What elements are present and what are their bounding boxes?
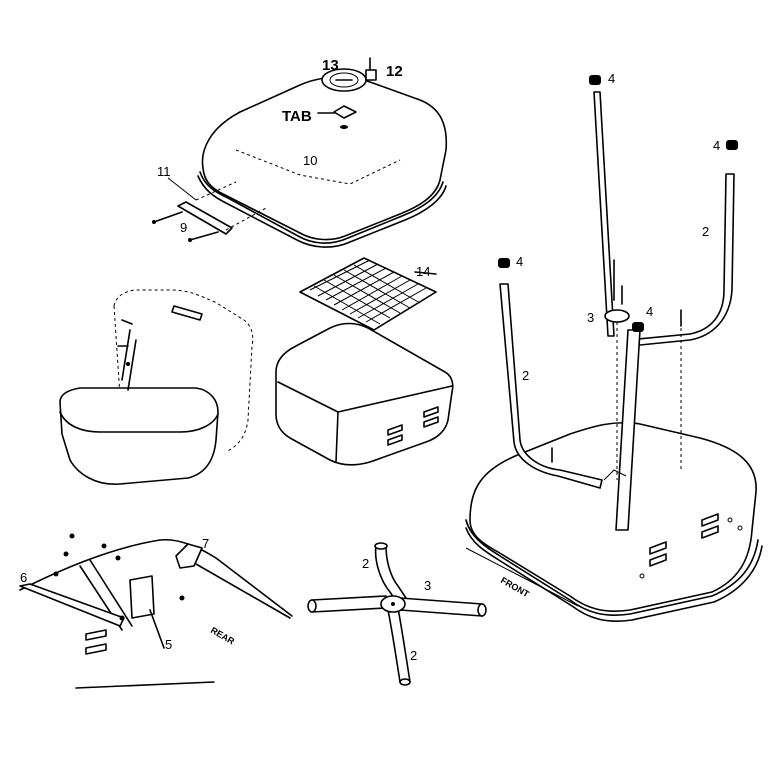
label-part-3-hub: 3 xyxy=(587,310,594,325)
leg-spider-detail xyxy=(307,542,487,686)
label-part-6: 6 xyxy=(20,570,27,585)
label-part-4-left: 4 xyxy=(516,254,523,269)
label-part-5: 5 xyxy=(165,637,172,652)
label-part-11: 11 xyxy=(157,164,171,179)
assembled-grill-outline xyxy=(59,289,254,485)
label-rear: REAR xyxy=(209,625,237,647)
label-part-4-right: 4 xyxy=(713,138,720,153)
label-front: FRONT xyxy=(499,575,531,599)
label-part-10: 10 xyxy=(303,153,317,168)
label-part-13: 13 xyxy=(322,57,339,74)
cooking-grid xyxy=(299,257,437,352)
grill-lid xyxy=(197,57,448,248)
label-part-7: 7 xyxy=(202,536,209,551)
firebox xyxy=(275,322,454,466)
label-part-2-left: 2 xyxy=(522,368,529,383)
label-part-4-top: 4 xyxy=(608,71,615,86)
label-part-9: 9 xyxy=(180,220,187,235)
lid-hinge-bracket xyxy=(152,177,267,242)
label-part-2-spider-bottom: 2 xyxy=(410,648,417,663)
label-part-2-right: 2 xyxy=(702,224,709,239)
bracket-detail xyxy=(19,533,293,689)
bowl-with-legs xyxy=(465,75,763,623)
label-part-4-center: 4 xyxy=(646,304,653,319)
label-part-3-spider: 3 xyxy=(424,578,431,593)
label-part-14: 14 xyxy=(416,264,430,279)
label-tab: TAB xyxy=(282,108,312,125)
label-part-2-spider-top: 2 xyxy=(362,556,369,571)
label-part-12: 12 xyxy=(386,63,403,80)
